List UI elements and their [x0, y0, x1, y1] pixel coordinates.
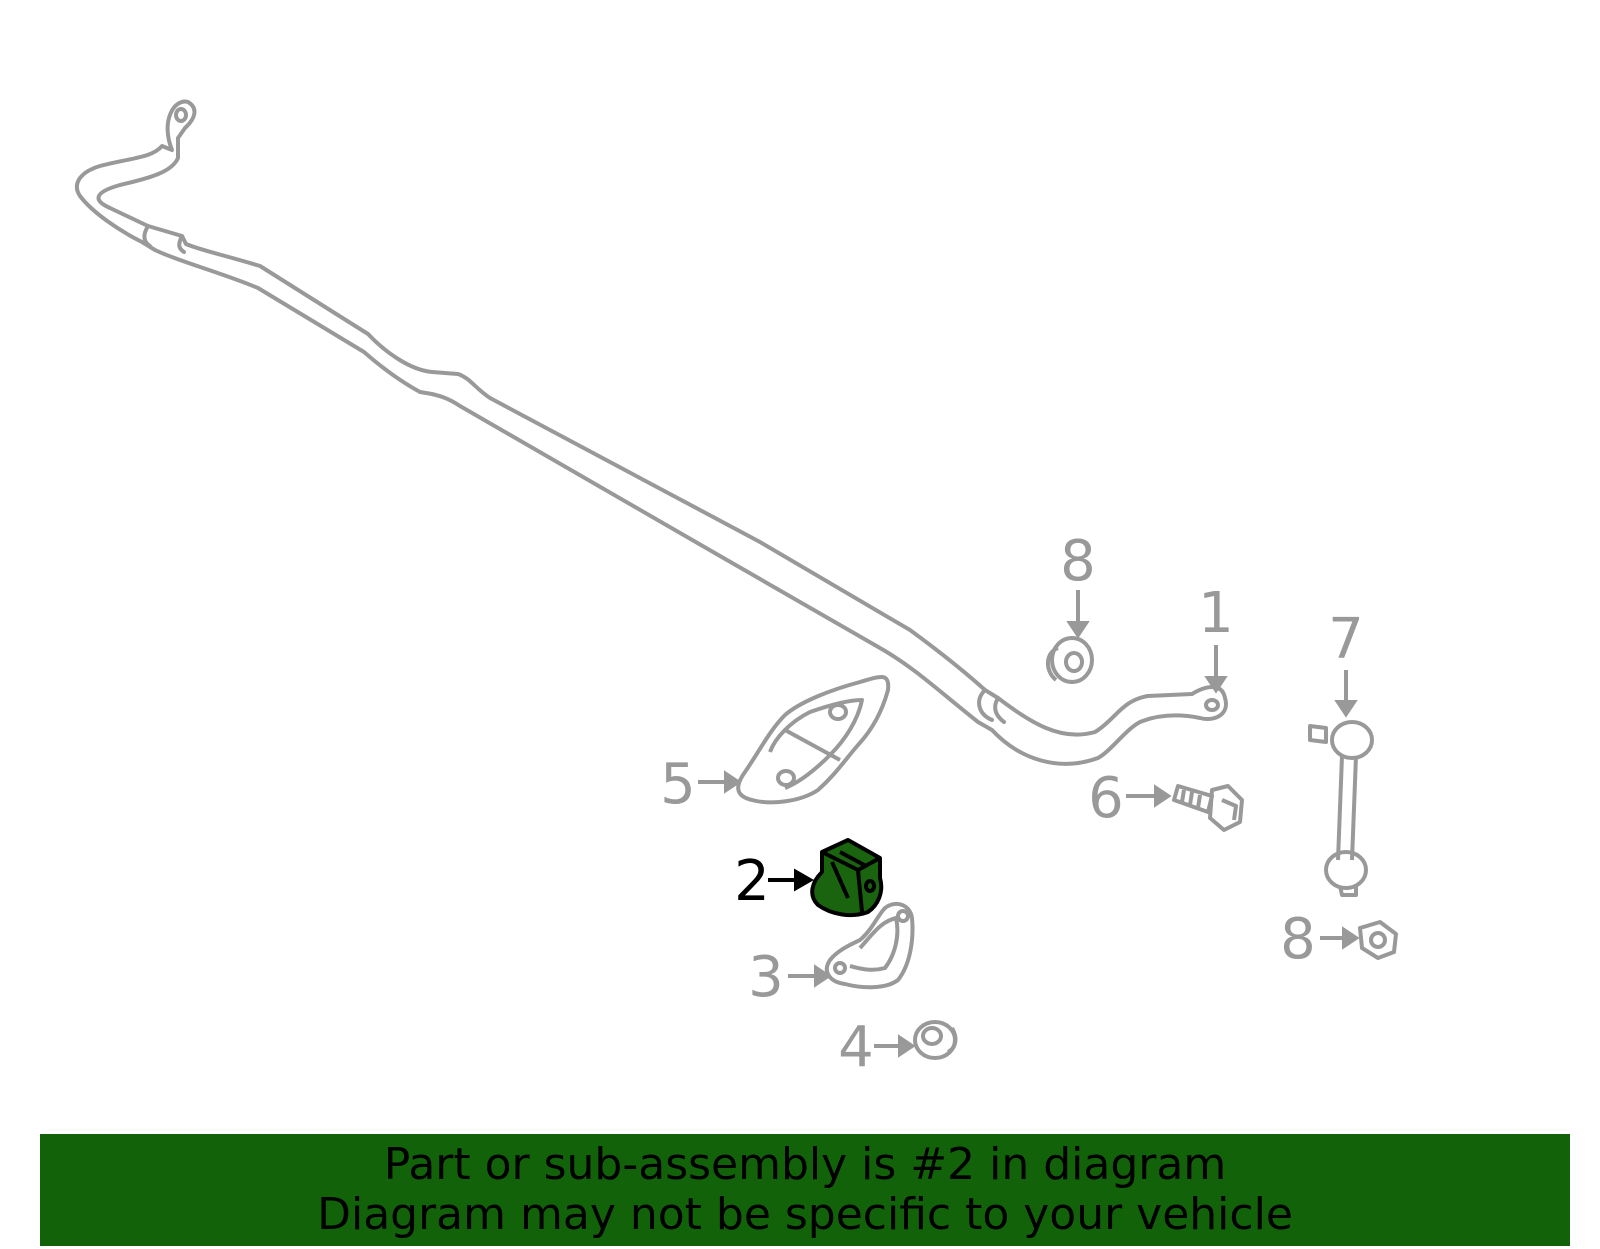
callout-label-2[interactable]: 2: [734, 849, 770, 914]
callout-label-5[interactable]: 5: [660, 752, 696, 817]
callout-label-8-lower[interactable]: 8: [1280, 907, 1316, 972]
callout-label-8-upper[interactable]: 8: [1060, 529, 1096, 594]
stabilizer-bar[interactable]: [74, 99, 1228, 766]
leader-arrow-2: [768, 868, 815, 892]
callout-label-4[interactable]: 4: [838, 1015, 874, 1080]
bracket-5[interactable]: [736, 675, 891, 805]
callout-label-1[interactable]: 1: [1198, 581, 1234, 646]
banner-line-1: Part or sub-assembly is #2 in diagram: [383, 1139, 1227, 1190]
banner-line-2: Diagram may not be specific to your vehi…: [317, 1189, 1293, 1240]
leader-arrows: [698, 590, 1360, 1058]
callout-label-3[interactable]: 3: [748, 945, 784, 1010]
callout-label-7[interactable]: 7: [1328, 607, 1364, 672]
callout-label-6[interactable]: 6: [1088, 766, 1124, 831]
bracket-3[interactable]: [824, 901, 915, 990]
nut-8-lower[interactable]: [1358, 920, 1398, 960]
nut-8-upper[interactable]: [1046, 636, 1094, 684]
bolt-6[interactable]: [1172, 784, 1244, 832]
info-banner: Part or sub-assembly is #2 in diagram Di…: [40, 1134, 1570, 1246]
bushing-2[interactable]: [810, 838, 884, 918]
stabilizer-link-7[interactable]: [1308, 720, 1374, 897]
nut-4[interactable]: [913, 1020, 958, 1060]
